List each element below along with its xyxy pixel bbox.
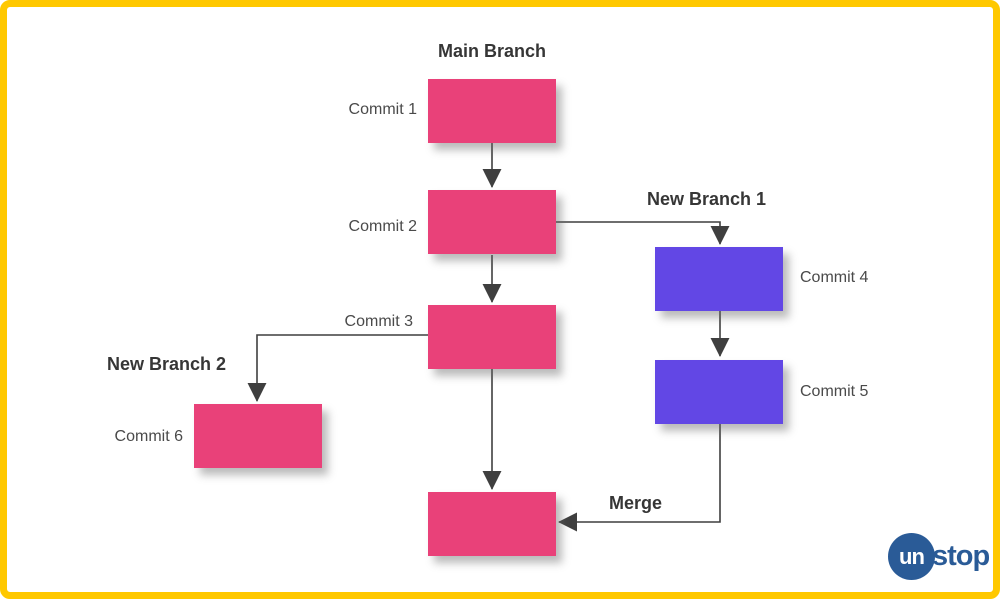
commit-node-6 xyxy=(194,404,322,468)
commit-6-label: Commit 6 xyxy=(114,428,183,445)
commit-node-4 xyxy=(655,247,783,311)
commit-5-label: Commit 5 xyxy=(800,383,869,400)
commit-node-2 xyxy=(428,190,556,254)
merge-label: Merge xyxy=(609,493,663,513)
commit-1-label: Commit 1 xyxy=(348,101,417,118)
commit-3-label: Commit 3 xyxy=(344,313,413,330)
commit-node-5 xyxy=(655,360,783,424)
unstop-logo: un stop xyxy=(888,533,990,580)
merge-node xyxy=(428,492,556,556)
main-branch-title: Main Branch xyxy=(437,41,547,61)
unstop-logo-circle: un xyxy=(888,533,935,580)
unstop-logo-text: stop xyxy=(932,540,990,572)
commit-4-label: Commit 4 xyxy=(800,269,869,286)
commit-node-3 xyxy=(428,305,556,369)
commit-2-label: Commit 2 xyxy=(348,218,417,235)
new-branch-1-title: New Branch 1 xyxy=(647,189,767,209)
new-branch-2-title: New Branch 2 xyxy=(107,354,227,374)
commit-node-1 xyxy=(428,79,556,143)
arrow-commit5-merge xyxy=(558,424,721,532)
arrow-commit2-commit4 xyxy=(556,221,730,245)
arrow-commit3-commit6 xyxy=(247,334,428,402)
